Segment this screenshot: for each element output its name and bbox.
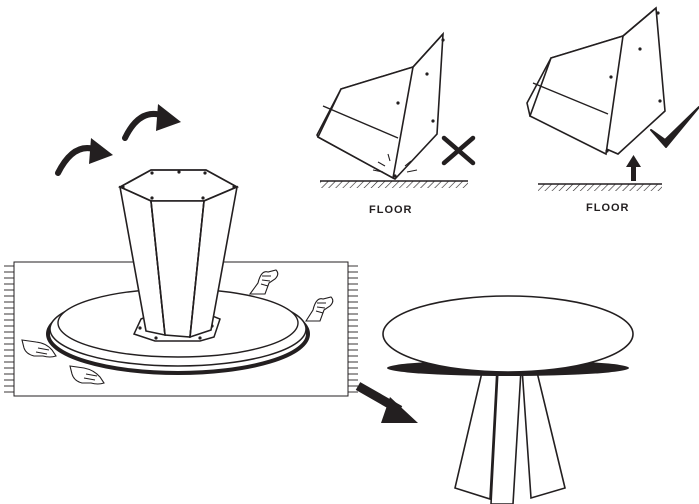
pedestal-base [117, 169, 240, 339]
floor-right [538, 184, 662, 191]
floor-label-wrong: FLOOR [369, 204, 413, 216]
diagonal-arrow-icon [355, 382, 418, 423]
base-lifted-right [526, 6, 666, 191]
impact-marks [372, 153, 418, 173]
blanket-fringe-left [4, 265, 14, 393]
up-arrow-icon [626, 155, 641, 181]
table-legs [454, 367, 566, 504]
base-on-edge-wrong [316, 31, 468, 188]
floor-label-right: FLOOR [586, 202, 630, 214]
rotate-arrow-icon [122, 104, 181, 141]
floor-wrong [320, 181, 468, 188]
hand-icon [248, 269, 279, 295]
hand-icon [21, 339, 57, 358]
hand-icon [69, 365, 105, 385]
blanket-fringe-right [348, 265, 358, 393]
check-mark-icon [650, 106, 699, 148]
hand-icon [304, 296, 334, 322]
assembled-table [382, 295, 634, 504]
cross-mark-icon [441, 135, 476, 166]
rotate-arrow-icon [55, 138, 113, 176]
